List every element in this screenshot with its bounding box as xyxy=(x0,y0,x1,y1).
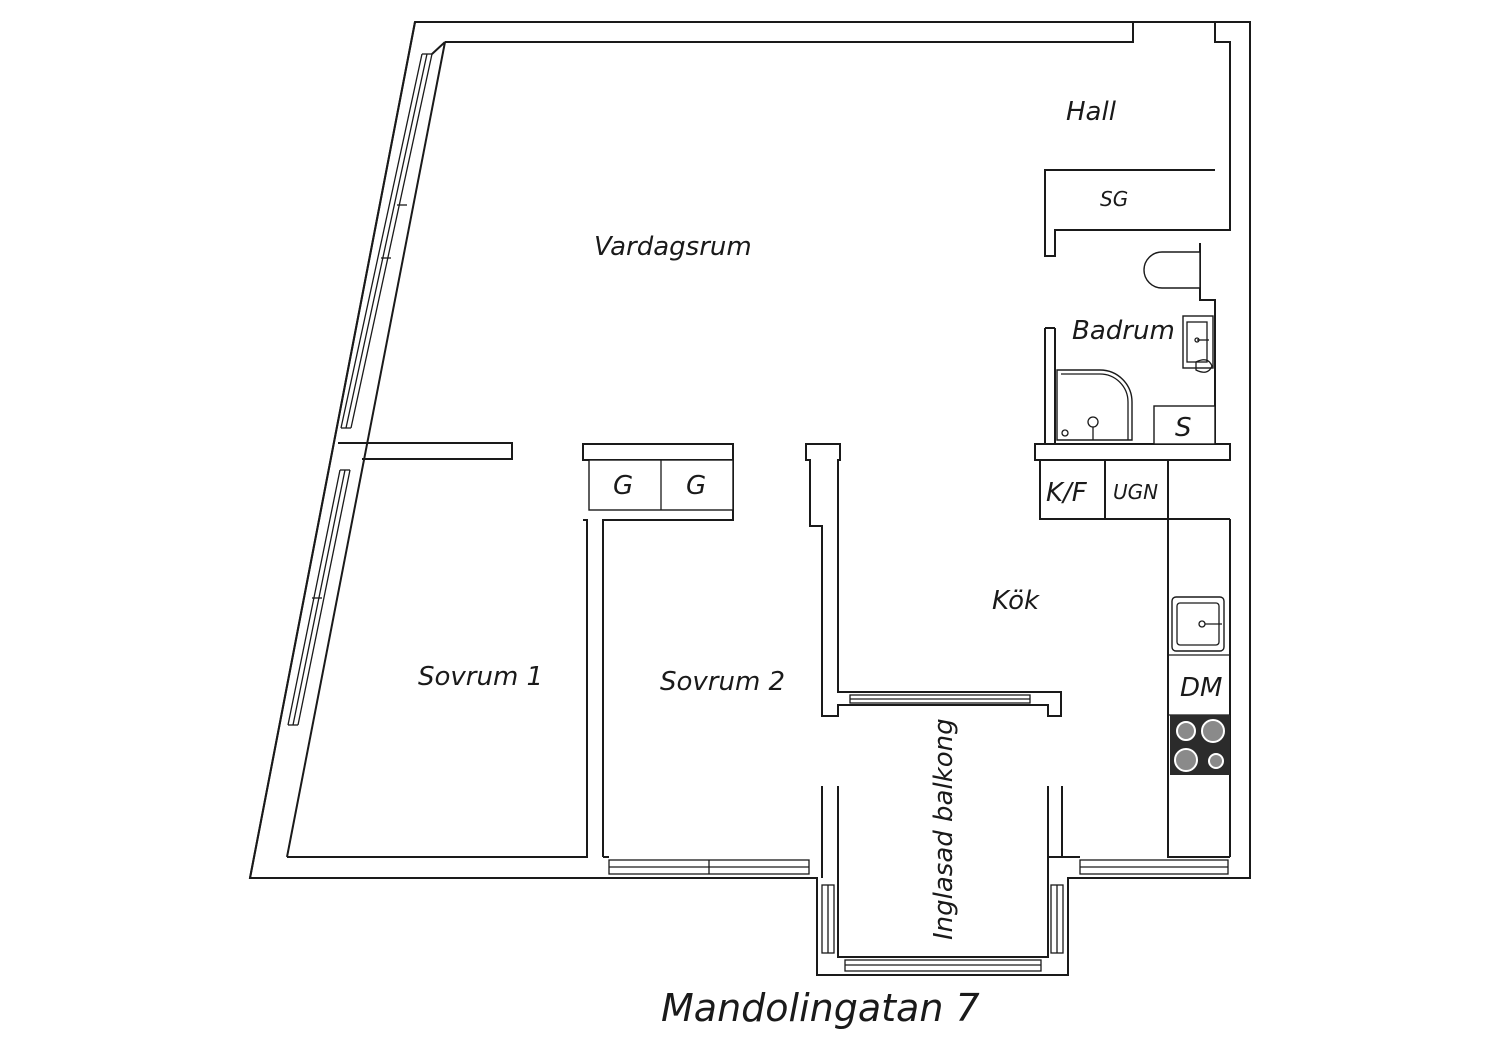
label-dm: DM xyxy=(1180,673,1222,703)
shower-icon xyxy=(1056,369,1133,441)
south-windows xyxy=(608,859,1229,972)
label-sovrum2: Sovrum 2 xyxy=(660,667,785,697)
label-hall: Hall xyxy=(1066,97,1117,127)
plan-title: Mandolingatan 7 xyxy=(661,986,980,1030)
label-vardagsrum: Vardagsrum xyxy=(594,232,752,262)
outer-walls xyxy=(248,21,1251,976)
kitchen-fixtures xyxy=(1168,596,1230,775)
label-sovrum1: Sovrum 1 xyxy=(418,662,543,692)
room-labels: Hall SG Vardagsrum Badrum S K/F UGN G G … xyxy=(418,97,1222,940)
label-kok: Kök xyxy=(992,586,1040,616)
label-g1: G xyxy=(613,471,633,501)
label-ugn: UGN xyxy=(1113,480,1158,504)
interior-walls xyxy=(338,243,1231,958)
bathroom-fixtures xyxy=(1056,251,1216,445)
label-badrum: Badrum xyxy=(1072,316,1175,346)
label-balkong: Inglasad balkong xyxy=(929,718,959,940)
toilet-icon xyxy=(1143,251,1201,289)
wardrobes xyxy=(588,459,734,511)
label-g2: G xyxy=(686,471,706,501)
label-kf: K/F xyxy=(1046,478,1088,508)
west-window-wall xyxy=(249,21,446,879)
kitchen-sink-icon xyxy=(1171,596,1225,652)
label-sg: SG xyxy=(1100,187,1128,211)
label-s: S xyxy=(1175,413,1192,443)
